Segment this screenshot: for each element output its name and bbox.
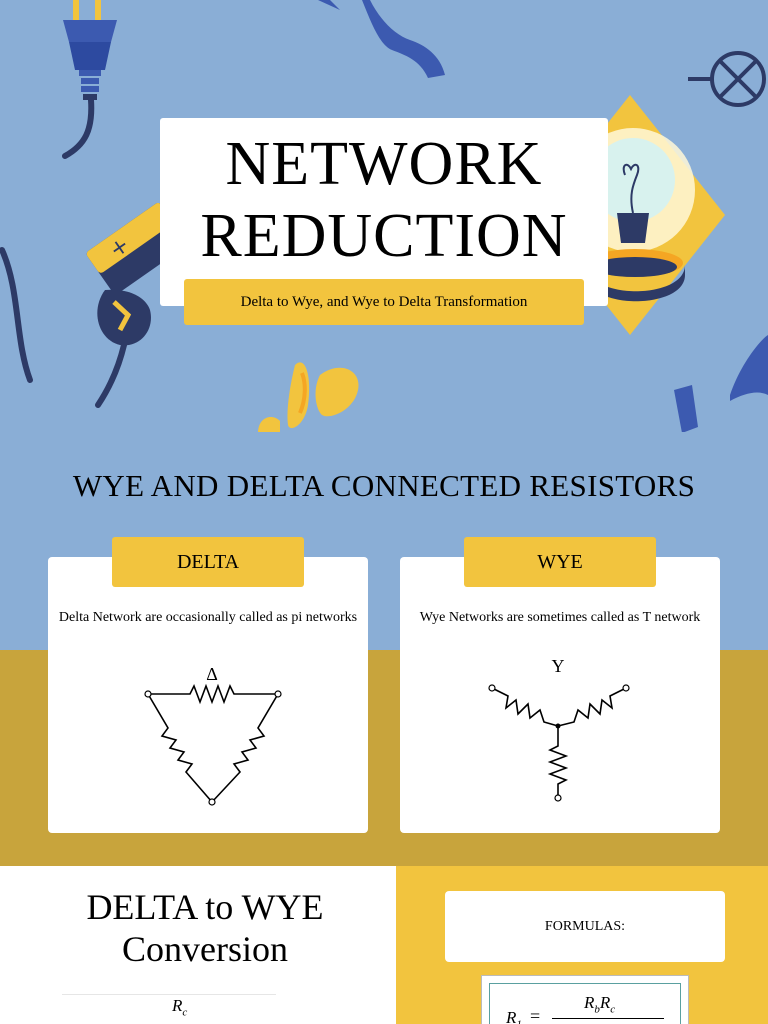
blue-shape-decoration	[674, 335, 768, 432]
subtitle-banner: Delta to Wye, and Wye to Delta Transform…	[184, 279, 584, 325]
power-plug-icon	[62, 0, 117, 159]
title-card	[160, 118, 608, 306]
conversion-panel	[0, 866, 396, 1024]
wye-network-diagram: Y	[488, 656, 630, 802]
partial-formula-symbol: R	[172, 996, 183, 1015]
ribbon-decoration	[318, 0, 445, 78]
delta-network-diagram: Δ	[144, 664, 282, 806]
formula-num-b-sub: c	[610, 1003, 616, 1016]
formula-num-a: R	[584, 993, 595, 1012]
delta-tab-label: DELTA	[112, 537, 304, 587]
page-title: NETWORK REDUCTION	[160, 128, 608, 272]
delta-card	[48, 557, 368, 833]
delta-description: Delta Network are occasionally called as…	[58, 610, 358, 625]
title-line-1: NETWORK	[225, 130, 543, 198]
formula-lhs-symbol: R	[506, 1008, 517, 1024]
lamp-symbol-icon	[688, 51, 766, 107]
yellow-shape-decoration	[258, 362, 359, 432]
formula-frame	[489, 983, 681, 1024]
formula-equals: =	[530, 1006, 541, 1024]
wye-card	[400, 557, 720, 833]
wye-description: Wye Networks are sometimes called as T n…	[419, 610, 701, 625]
formula-lhs-subscript: 1	[516, 1018, 522, 1024]
conversion-title-line-2: Conversion	[122, 929, 288, 969]
conversion-title: DELTA to WYE Conversion	[0, 886, 410, 970]
partial-formula: Rc	[172, 996, 187, 1018]
section-title: WYE AND DELTA CONNECTED RESISTORS	[72, 468, 696, 503]
cable-decoration	[0, 247, 33, 383]
delta-symbol: Δ	[206, 664, 218, 684]
conversion-title-line-1: DELTA to WYE	[86, 887, 324, 927]
wye-symbol: Y	[552, 656, 565, 676]
formula-num-a-sub: b	[594, 1003, 600, 1016]
formula-fraction-bar	[552, 1018, 664, 1020]
wye-tab-label: WYE	[464, 537, 656, 587]
formula-lhs: R1	[506, 1008, 522, 1024]
formulas-label-card: FORMULAS:	[445, 891, 725, 962]
formula-numerator: RbRc	[584, 993, 615, 1015]
partial-formula-subscript: c	[182, 1006, 188, 1019]
formula-divider	[62, 994, 276, 995]
title-line-2: REDUCTION	[200, 202, 568, 270]
formula-num-b: R	[599, 993, 611, 1012]
